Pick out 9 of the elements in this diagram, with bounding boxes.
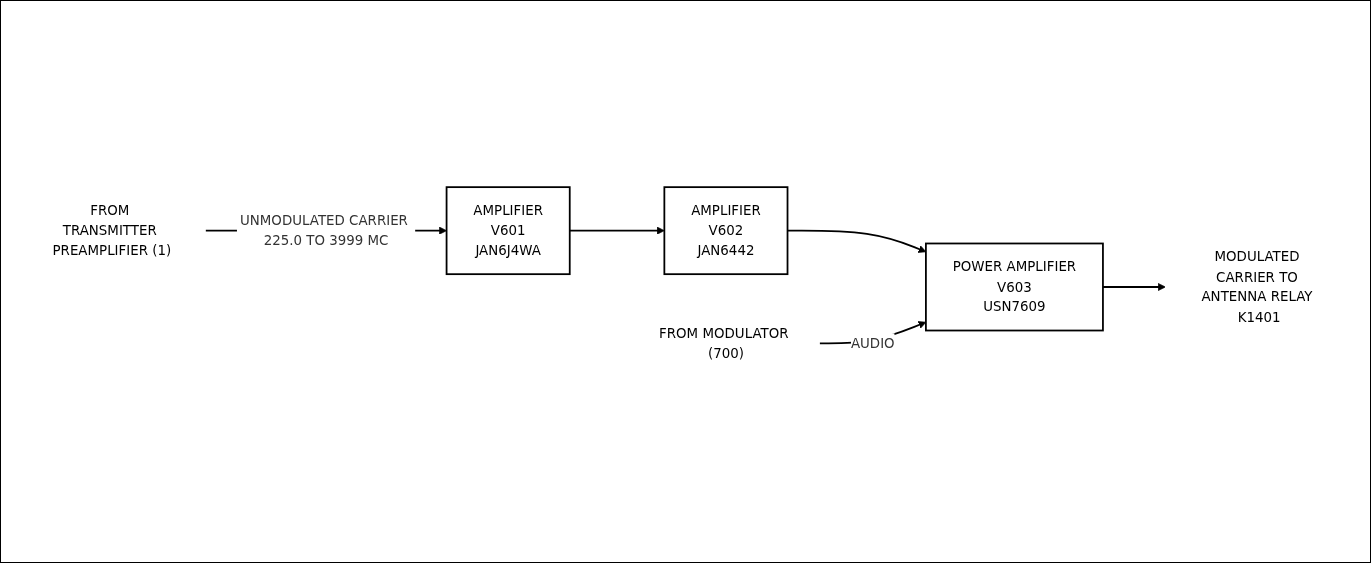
node-text: MODULATED CARRIER TO ANTENNA RELAY K1401 (1201, 248, 1313, 325)
edge-label: AUDIO (850, 334, 895, 351)
arrow (1102, 282, 1166, 291)
node-text: FROM MODULATOR (700) (659, 324, 789, 361)
node-box: POWER AMPLIFIER V603 USN7609 (925, 242, 1104, 331)
edge-label: UNMODULATED CARRIER 225.0 TO 3999 MC (239, 211, 408, 249)
node-box: AMPLIFIER V601 JAN6J4WA (445, 185, 571, 275)
node-text: FROM TRANSMITTER PREAMPLIFIER (1) (52, 201, 172, 259)
node-box: AMPLIFIER V602 JAN6442 (663, 185, 789, 275)
